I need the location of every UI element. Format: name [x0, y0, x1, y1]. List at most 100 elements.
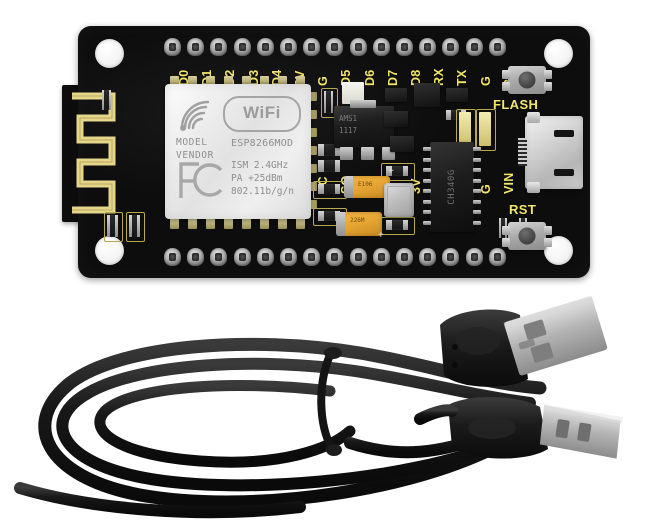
- pin-pad-bottom-a0-0[interactable]: [164, 248, 181, 266]
- pin-pad-bottom-rst-12[interactable]: [442, 248, 460, 266]
- cable-loop-outer: [38, 337, 547, 509]
- flash-button-label: FLASH: [493, 97, 539, 112]
- cable-loop-inner: [94, 379, 356, 468]
- pin-pad-bottom-vin-14[interactable]: [488, 248, 506, 266]
- pin-pad-bottom-g-13[interactable]: [465, 248, 483, 266]
- pad-frame-1: [321, 88, 338, 118]
- smd-resistor-antenna: [102, 90, 111, 110]
- micro-usb-port[interactable]: [518, 112, 583, 193]
- pin-pad-top-d7-9[interactable]: [372, 38, 390, 56]
- usb-serial-ic-marking: CH340G: [447, 169, 457, 205]
- pin-pad-top-d5-7[interactable]: [326, 38, 344, 56]
- pin-pad-bottom-g-1[interactable]: [187, 248, 205, 266]
- pin-pad-top-d0-0[interactable]: [164, 38, 181, 56]
- module-leg-right-1: [306, 110, 317, 119]
- pin-pad-top-d4-4[interactable]: [256, 38, 274, 56]
- module-leg-bottom-4: [242, 218, 251, 229]
- usb-cable: [14, 295, 624, 519]
- module-leg-right-5: [306, 182, 317, 191]
- usb-serial-ic-pin-left-6: [423, 210, 431, 214]
- smd-transistor-3: [446, 88, 468, 102]
- capacitor-marking-1: E106: [358, 181, 373, 188]
- pin-pad-top-3v-14[interactable]: [488, 38, 506, 56]
- esp8266-module-shield: WiFi MODEL VENDOR ESP8266MOD ISM 2.4GHz …: [165, 84, 311, 219]
- pin-pad-top-rx-11[interactable]: [419, 38, 437, 56]
- smd-transistor-2: [414, 83, 440, 107]
- pin-pad-top-d3-3[interactable]: [233, 38, 251, 56]
- pin-pad-bottom-sc-6[interactable]: [303, 248, 321, 266]
- usb-a-connector: [440, 295, 608, 387]
- module-leg-top-6: [278, 76, 287, 87]
- pin-pad-bottom-s2-4[interactable]: [256, 248, 274, 266]
- usb-serial-ic-pin-right-4: [473, 189, 481, 193]
- smd-resistor-5: [386, 220, 408, 230]
- pin-label-top-g-6: G: [316, 76, 331, 86]
- capacitor-plus-mark-1: +: [388, 166, 394, 177]
- module-leg-top-1: [188, 76, 197, 87]
- module-leg-top-4: [242, 76, 251, 87]
- module-leg-bottom-3: [224, 218, 233, 229]
- pin-pad-top-d1-1[interactable]: [187, 38, 205, 56]
- usb-port-slot-top: [554, 130, 574, 137]
- mounting-hole-bottom-left: [95, 236, 124, 265]
- usb-port-slot-bottom: [554, 169, 574, 176]
- pin-pad-bottom-3v-10[interactable]: [396, 248, 413, 266]
- usb-a-overmold-logo: [456, 327, 500, 355]
- usb-serial-ic-pin-right-6: [473, 210, 481, 214]
- pin-pad-bottom-so-7[interactable]: [326, 248, 344, 266]
- wifi-badge-label: WiFi: [243, 103, 281, 122]
- module-leg-top-0: [170, 76, 179, 87]
- nodemcu-esp8266-board: D0D1D2D3D43VGD5D6D7D8RXTXG3V A0GVUS3S2S1…: [62, 26, 590, 278]
- usb-port-tab-top: [527, 112, 540, 123]
- module-leg-top-3: [224, 76, 233, 87]
- smd-resistor-4: [386, 166, 408, 176]
- pin-pad-bottom-sk-8[interactable]: [349, 248, 367, 266]
- pin-pad-bottom-s1-5[interactable]: [280, 248, 297, 266]
- flash-button[interactable]: [502, 66, 552, 94]
- usb-serial-ic-pin-left-0: [423, 147, 431, 151]
- module-leg-bottom-7: [296, 218, 305, 229]
- smd-resistor-array-1: [384, 111, 408, 127]
- pad-frame-7: [126, 212, 145, 242]
- usb-serial-ic-pin-left-1: [423, 157, 431, 162]
- module-leg-right-3: [306, 146, 317, 155]
- capacitor-marking-2: 226M: [350, 217, 365, 224]
- tantalum-capacitor-2: 226M: [336, 212, 382, 236]
- pin-pad-top-g-13[interactable]: [465, 38, 483, 56]
- pin-pad-bottom-s3-3[interactable]: [233, 248, 251, 266]
- mounting-hole-top-left: [95, 39, 124, 68]
- smd-resistor-array-2: [390, 136, 414, 152]
- pin-pad-bottom-g-9[interactable]: [372, 248, 390, 266]
- module-spec-line-2: PA +25dBm: [231, 173, 283, 184]
- pin-pad-top-d2-2[interactable]: [210, 38, 228, 56]
- module-part-number: ESP8266MOD: [231, 138, 294, 149]
- module-leg-top-7: [296, 76, 305, 87]
- module-leg-right-6: [306, 200, 317, 209]
- module-leg-bottom-2: [206, 218, 215, 229]
- smd-resistor-2: [318, 184, 340, 194]
- usb-port-tab-bottom: [527, 182, 540, 193]
- pin-pad-top-3v-5[interactable]: [280, 38, 297, 56]
- usb-serial-ic-pin-left-4: [423, 189, 431, 193]
- regulator-marking-2: 1117: [339, 126, 358, 135]
- smd-resistor-7: [107, 215, 118, 237]
- cable-strand-bottom: [14, 482, 306, 519]
- smd-resistor-103b: [318, 160, 340, 172]
- reset-button[interactable]: [502, 222, 552, 250]
- regulator-leg-2: [361, 147, 374, 160]
- module-leg-bottom-1: [188, 218, 197, 229]
- module-leg-bottom-6: [278, 218, 287, 229]
- usb-serial-ic-pin-right-1: [473, 157, 481, 162]
- pin-pad-bottom-vu-2[interactable]: [210, 248, 228, 266]
- pin-pad-top-d8-10[interactable]: [396, 38, 413, 56]
- pin-pad-top-g-6[interactable]: [303, 38, 321, 56]
- pin-pad-top-d6-8[interactable]: [349, 38, 367, 56]
- usb-serial-ic-pin-right-5: [473, 199, 481, 204]
- pin-pad-bottom-en-11[interactable]: [419, 248, 437, 266]
- status-led-2: [479, 112, 491, 146]
- wifi-badge: WiFi: [223, 96, 301, 132]
- regulator-marking-1: AMS1: [339, 114, 358, 123]
- module-leg-top-2: [206, 76, 215, 87]
- smd-resistor-1: [324, 91, 333, 113]
- pin-pad-top-tx-12[interactable]: [442, 38, 460, 56]
